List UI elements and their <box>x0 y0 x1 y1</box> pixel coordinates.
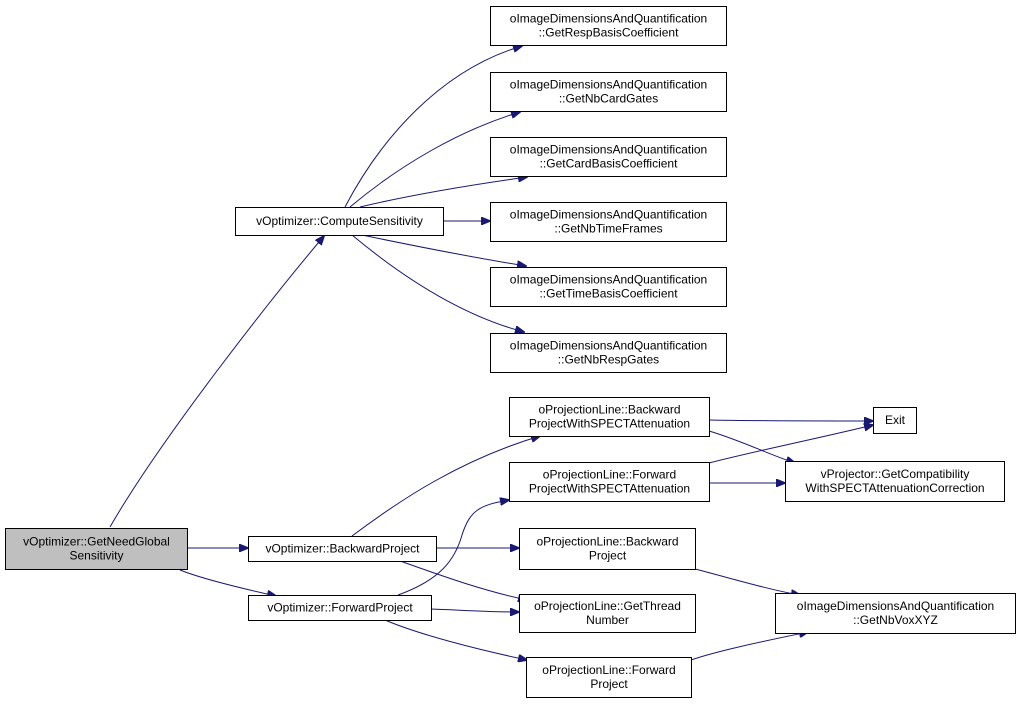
nodes-layer: vOptimizer::GetNeedGlobalSensitivityvOpt… <box>5 6 1016 698</box>
edges-layer <box>109 46 873 661</box>
node-label: ProjectWithSPECTAttenuation <box>529 417 690 431</box>
node-box <box>775 593 1016 634</box>
node-n12[interactable]: oProjectionLine::BackwardProject <box>519 528 696 570</box>
node-label: vOptimizer::BackwardProject <box>265 542 420 556</box>
node-label: oImageDimensionsAndQuantification <box>797 599 994 613</box>
node-label: vOptimizer::GetNeedGlobal <box>23 535 170 549</box>
node-box <box>490 333 727 373</box>
edge-n12-n17 <box>694 568 800 595</box>
node-box <box>490 137 727 177</box>
node-label: oImageDimensionsAndQuantification <box>510 78 707 92</box>
edge-n9-n13 <box>430 609 519 612</box>
node-box <box>490 72 727 112</box>
node-label: WithSPECTAttenuationCorrection <box>805 481 984 495</box>
node-n16[interactable]: vProjector::GetCompatibilityWithSPECTAtt… <box>785 461 1005 502</box>
node-label: vOptimizer::ForwardProject <box>267 601 413 615</box>
node-label: oImageDimensionsAndQuantification <box>510 273 707 287</box>
node-box <box>490 267 727 307</box>
node-label: oProjectionLine::GetThread <box>534 599 681 613</box>
edge-n1-n3 <box>349 112 520 208</box>
edge-n9-n11 <box>397 500 509 596</box>
node-label: Sensitivity <box>69 549 123 563</box>
node-label: oProjectionLine::Forward <box>543 468 676 482</box>
node-label: vProjector::GetCompatibility <box>821 467 970 481</box>
node-label: vOptimizer::ComputeSensitivity <box>256 214 423 228</box>
node-n5[interactable]: oImageDimensionsAndQuantification::GetNb… <box>490 202 727 242</box>
node-label: Project <box>589 549 627 563</box>
node-label: oImageDimensionsAndQuantification <box>510 339 707 353</box>
node-box <box>509 462 710 502</box>
node-n11[interactable]: oProjectionLine::ForwardProjectWithSPECT… <box>509 462 710 502</box>
node-n17[interactable]: oImageDimensionsAndQuantification::GetNb… <box>775 593 1016 634</box>
node-label: oImageDimensionsAndQuantification <box>510 208 707 222</box>
node-label: oImageDimensionsAndQuantification <box>510 12 707 26</box>
node-box <box>785 461 1005 502</box>
node-label: Number <box>586 613 629 627</box>
edge-n1-n4 <box>359 177 527 208</box>
edge-n1-n7 <box>351 234 524 332</box>
node-label: ::GetRespBasisCoefficient <box>539 26 680 40</box>
node-n7[interactable]: oImageDimensionsAndQuantification::GetNb… <box>490 333 727 373</box>
edge-n10-n15 <box>708 420 873 421</box>
edge-n11-n15 <box>708 425 873 464</box>
edge-n8-n10 <box>351 436 540 537</box>
node-label: ::GetNbRespGates <box>558 353 659 367</box>
node-label: ::GetNbCardGates <box>559 92 658 106</box>
node-box <box>248 536 437 562</box>
node-label: ::GetNbTimeFrames <box>554 222 662 236</box>
node-n9[interactable]: vOptimizer::ForwardProject <box>248 595 432 621</box>
edge-n10-n16 <box>708 430 795 463</box>
node-n14[interactable]: oProjectionLine::ForwardProject <box>526 657 692 698</box>
node-n8[interactable]: vOptimizer::BackwardProject <box>248 536 437 562</box>
node-n4[interactable]: oImageDimensionsAndQuantification::GetCa… <box>490 137 727 177</box>
node-n1[interactable]: vOptimizer::ComputeSensitivity <box>235 207 444 236</box>
node-label: ProjectWithSPECTAttenuation <box>529 482 690 496</box>
node-box <box>5 528 188 570</box>
node-box <box>235 207 444 236</box>
edge-n0-n1 <box>109 236 324 528</box>
node-label: oProjectionLine::Backward <box>538 403 680 417</box>
edge-n1-n6 <box>361 234 526 266</box>
node-label: oProjectionLine::Forward <box>542 663 675 677</box>
node-n15[interactable]: Exit <box>873 407 917 434</box>
node-n2[interactable]: oImageDimensionsAndQuantification::GetRe… <box>490 6 727 46</box>
edge-n0-n9 <box>179 569 276 596</box>
node-label: ::GetCardBasisCoefficient <box>540 157 679 171</box>
node-box <box>248 595 432 621</box>
edge-n1-n2 <box>344 46 522 208</box>
node-label: oImageDimensionsAndQuantification <box>510 143 707 157</box>
edge-n14-n17 <box>690 632 808 661</box>
node-n3[interactable]: oImageDimensionsAndQuantification::GetNb… <box>490 72 727 112</box>
node-box <box>490 6 727 46</box>
node-label: Project <box>590 677 628 691</box>
node-box <box>519 528 696 570</box>
edge-n9-n14 <box>384 619 527 660</box>
node-box <box>490 202 727 242</box>
node-n6[interactable]: oImageDimensionsAndQuantification::GetTi… <box>490 267 727 307</box>
node-label: ::GetNbVoxXYZ <box>853 613 938 627</box>
node-box <box>873 407 917 434</box>
node-label: ::GetTimeBasisCoefficient <box>539 287 678 301</box>
node-label: oProjectionLine::Backward <box>536 535 678 549</box>
node-n10[interactable]: oProjectionLine::BackwardProjectWithSPEC… <box>509 397 710 437</box>
node-box <box>519 594 696 633</box>
node-box <box>509 397 710 437</box>
node-label: Exit <box>885 413 906 427</box>
edge-n8-n13 <box>399 560 527 600</box>
node-box <box>526 657 692 698</box>
